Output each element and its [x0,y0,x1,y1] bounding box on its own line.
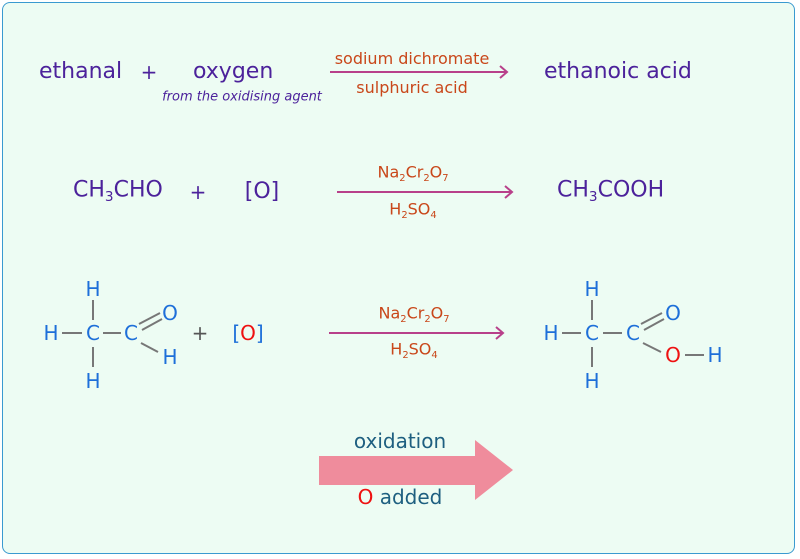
atom-h: H [543,321,559,345]
atom-c: C [124,321,138,345]
reaction-arrow-formula [337,185,514,199]
plus-sign: + [140,60,158,84]
atom-h: H [85,277,101,301]
ethanal-formula: CH3CHO [73,177,163,206]
reaction-arrow-structural [329,326,505,340]
reagent-top-formula: Na2Cr2O7 [377,162,449,184]
atom-c: C [626,321,640,345]
oxygen-source-note: from the oxidising agent [162,89,322,105]
ethanoic-acid-label: ethanoic acid [544,59,692,84]
atom-o: O [162,301,178,325]
oxygen-symbol: [O] [244,179,280,204]
ethanoic-acid-formula: CH3COOH [557,177,665,206]
reagent-bottom-structural: H2SO4 [390,339,438,361]
atom-o-added: O [665,343,681,367]
atom-h: H [707,343,723,367]
atom-h: H [584,277,600,301]
atom-h: H [584,369,600,393]
atom-h: H [85,369,101,393]
oxygen-added-label: O added [357,485,443,509]
atom-o: O [665,301,681,325]
atom-h: H [162,345,178,369]
ethanoic-acid-bonds [562,300,704,367]
reagent-bottom-formula: H2SO4 [389,199,437,221]
atom-c: C [585,321,599,345]
ethanal-label: ethanal [39,59,123,84]
reaction-arrow-word [330,65,509,79]
reagent-bottom-word: sulphuric acid [356,78,468,97]
atom-h: H [43,321,59,345]
oxygen-label: oxygen [193,59,274,84]
ethanal-bonds [62,300,163,367]
atom-c: C [86,321,100,345]
plus-sign: + [189,180,207,204]
reagent-top-word: sodium dichromate [334,49,490,68]
oxygen-atom-bracketed: [O] [232,321,264,345]
plus-sign: + [191,321,209,345]
reagent-top-structural: Na2Cr2O7 [378,303,450,325]
oxidation-label: oxidation [353,429,447,453]
oxidation-arrow [319,440,513,500]
